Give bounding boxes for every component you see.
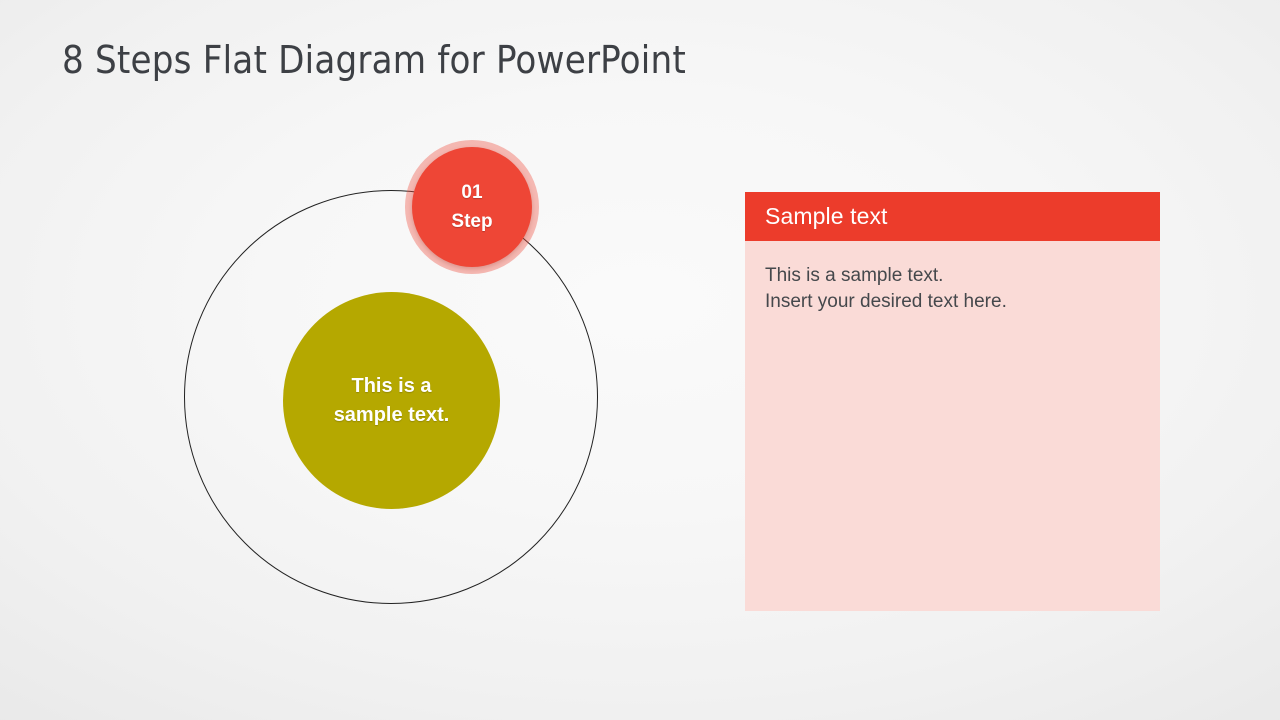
page-title: 8 Steps Flat Diagram for PowerPoint	[62, 38, 686, 82]
info-panel-body-line-1: This is a sample text.	[765, 265, 944, 286]
info-panel: Sample text This is a sample text. Inser…	[745, 192, 1160, 611]
info-panel-header: Sample text	[745, 192, 1160, 241]
step-word-label: Step	[451, 211, 493, 232]
center-circle[interactable]: This is a sample text.	[283, 292, 500, 509]
circular-step-diagram: This is a sample text. 01 Step	[184, 140, 598, 604]
info-panel-body-line-2: Insert your desired text here.	[765, 290, 1007, 312]
info-panel-header-title: Sample text	[765, 203, 888, 229]
step-number-label: 01	[461, 181, 483, 203]
info-panel-body[interactable]: This is a sample text. Insert your desir…	[745, 241, 1160, 611]
center-circle-label: This is a sample text.	[333, 374, 450, 426]
step-bubble-inner: 01 Step	[412, 147, 532, 267]
step-bubble-01[interactable]: 01 Step	[405, 140, 539, 274]
outer-ring-outline	[184, 190, 598, 604]
